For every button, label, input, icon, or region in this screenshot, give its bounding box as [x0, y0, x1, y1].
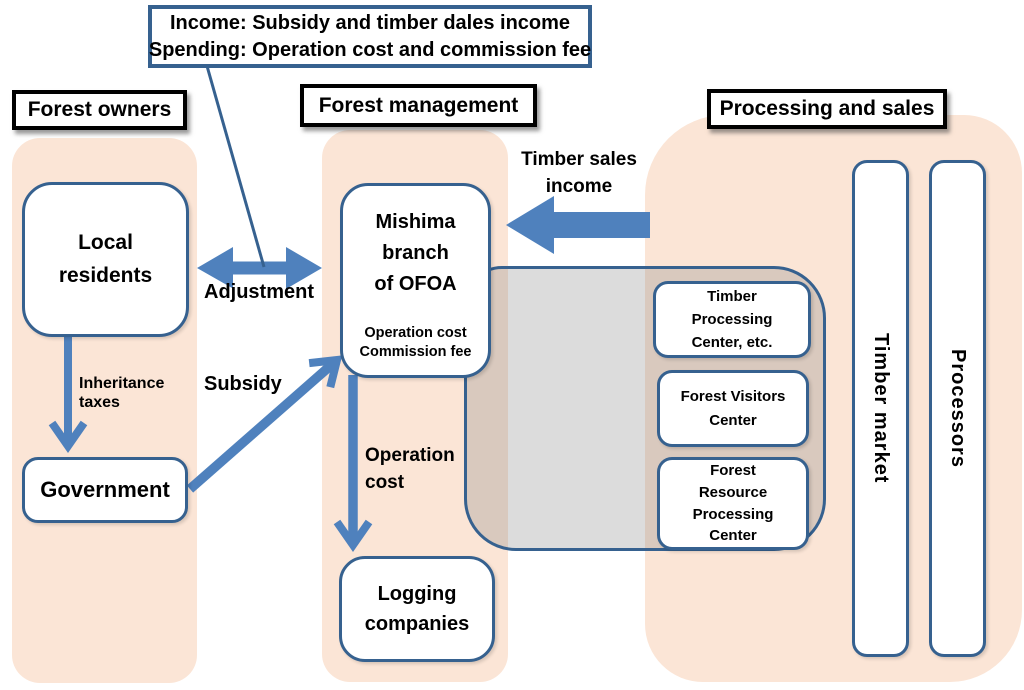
forest-management-header-label: Forest management	[318, 93, 519, 117]
timber-market-box: Timber market	[852, 160, 909, 657]
callout-pointer-line	[205, 65, 266, 268]
government-label: Government	[40, 477, 170, 502]
subsidy-label: Subsidy	[204, 373, 282, 395]
forest-owners-header: Forest owners	[12, 90, 187, 130]
forest-owners-header-label: Forest owners	[27, 98, 172, 121]
adjustment-label: Adjustment	[204, 281, 314, 303]
processing-sales-header: Processing and sales	[707, 89, 947, 129]
processors-label: Processors	[947, 349, 969, 468]
government-box: Government	[22, 457, 188, 523]
timber-market-label: Timber market	[870, 333, 892, 484]
processors-box: Processors	[929, 160, 986, 657]
adjustment-double-arrow	[197, 247, 322, 289]
processing-sales-header-label: Processing and sales	[719, 97, 935, 120]
subsidy-arrow	[186, 355, 343, 493]
forest-management-header: Forest management	[300, 84, 537, 127]
timber-sales-income-arrow	[506, 196, 650, 254]
